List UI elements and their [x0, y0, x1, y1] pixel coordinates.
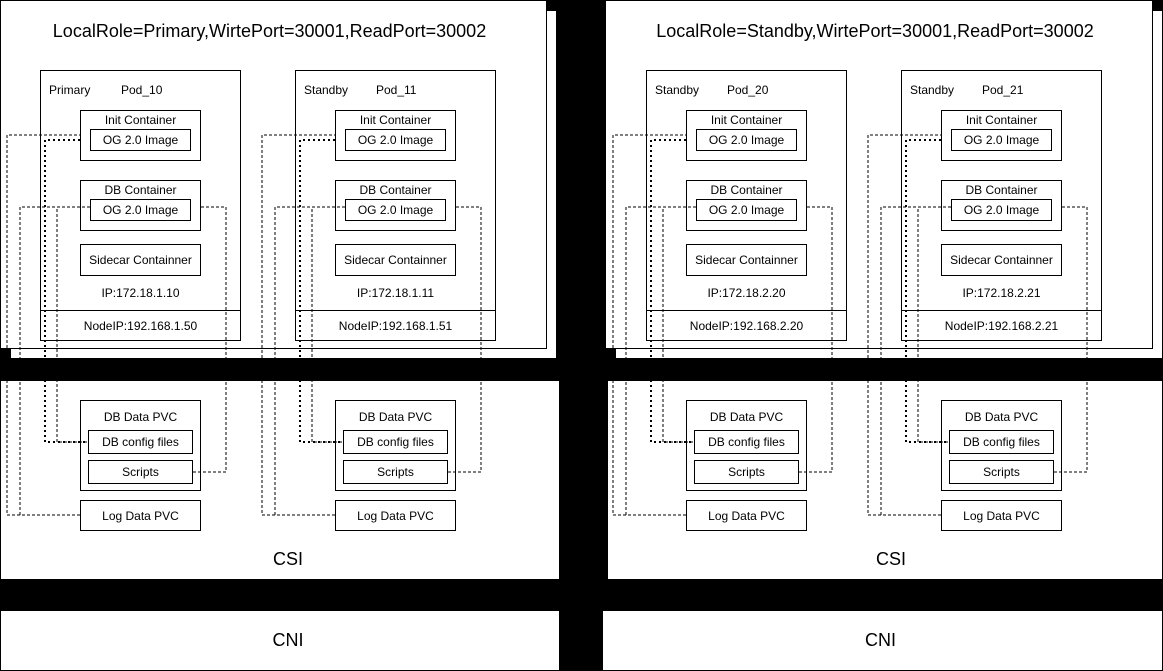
init-image-label: OG 2.0 Image: [963, 133, 1040, 147]
log-data-pvc: Log Data PVC: [941, 500, 1062, 531]
init-image: OG 2.0 Image: [345, 129, 446, 151]
db-image: OG 2.0 Image: [90, 199, 191, 221]
sidecar-label: Sidecar Containner: [950, 253, 1053, 267]
sidecar-label: Sidecar Containner: [89, 253, 192, 267]
init-container-label: Init Container: [359, 113, 432, 127]
scripts: Scripts: [88, 460, 193, 484]
pod-name: Pod_20: [727, 83, 769, 97]
db-data-pvc-label: DB Data PVC: [358, 410, 433, 424]
cni-label: CNI: [272, 630, 304, 650]
pod-name: Pod_11: [376, 83, 417, 97]
db-config-label: DB config files: [708, 435, 785, 449]
node-ip: NodeIP:192.168.1.50: [83, 319, 198, 333]
log-data-pvc-label: Log Data PVC: [963, 509, 1040, 523]
node-title: LocalRole=Standby,WirtePort=30001,ReadPo…: [656, 21, 1094, 41]
log-data-pvc: Log Data PVC: [80, 500, 201, 531]
db-image-label: OG 2.0 Image: [357, 203, 434, 217]
pod-role: Standby: [304, 83, 349, 97]
db-data-pvc-label: DB Data PVC: [964, 410, 1039, 424]
scripts: Scripts: [694, 460, 799, 484]
init-image: OG 2.0 Image: [90, 129, 191, 151]
scripts-label: Scripts: [983, 465, 1020, 479]
db-image-label: OG 2.0 Image: [102, 203, 179, 217]
pod-ip: IP:172.18.1.11: [356, 286, 435, 300]
db-config-files: DB config files: [88, 430, 193, 454]
csi-label: CSI: [272, 549, 303, 569]
log-data-pvc-label: Log Data PVC: [708, 509, 785, 523]
init-container-label: Init Container: [104, 113, 177, 127]
node-ip: NodeIP:192.168.2.20: [689, 319, 804, 333]
csi-label: CSI: [875, 549, 906, 569]
init-image-label: OG 2.0 Image: [102, 133, 179, 147]
pod-divider: [647, 310, 846, 311]
db-config-label: DB config files: [963, 435, 1040, 449]
db-config-files: DB config files: [694, 430, 799, 454]
pod-ip: IP:172.18.1.10: [101, 286, 180, 300]
scripts: Scripts: [949, 460, 1054, 484]
pod-role: Standby: [655, 83, 700, 97]
log-data-pvc-label: Log Data PVC: [102, 509, 179, 523]
db-container-label: DB Container: [965, 183, 1038, 197]
init-image: OG 2.0 Image: [951, 129, 1052, 151]
db-container-label: DB Container: [104, 183, 177, 197]
scripts-label: Scripts: [122, 465, 159, 479]
init-container-label: Init Container: [965, 113, 1038, 127]
log-data-pvc: Log Data PVC: [686, 500, 807, 531]
db-config-label: DB config files: [102, 435, 179, 449]
pod-role: Standby: [910, 83, 955, 97]
pod-name: Pod_21: [982, 83, 1024, 97]
node-ip: NodeIP:192.168.1.51: [338, 319, 453, 333]
db-config-label: DB config files: [357, 435, 434, 449]
scripts-label: Scripts: [728, 465, 765, 479]
init-image-label: OG 2.0 Image: [357, 133, 434, 147]
init-container-label: Init Container: [710, 113, 783, 127]
db-image: OG 2.0 Image: [696, 199, 797, 221]
db-image: OG 2.0 Image: [345, 199, 446, 221]
scripts: Scripts: [343, 460, 448, 484]
pod-divider: [41, 310, 240, 311]
sidecar-container: Sidecar Containner: [80, 244, 201, 276]
db-config-files: DB config files: [949, 430, 1054, 454]
db-container-label: DB Container: [710, 183, 783, 197]
sidecar-container: Sidecar Containner: [335, 244, 456, 276]
cni-panel: CNI: [602, 610, 1163, 671]
sidecar-label: Sidecar Containner: [695, 253, 798, 267]
pod-ip: IP:172.18.2.21: [962, 286, 1041, 300]
node-title: LocalRole=Primary,WirtePort=30001,ReadPo…: [52, 21, 487, 41]
log-data-pvc: Log Data PVC: [335, 500, 456, 531]
sidecar-container: Sidecar Containner: [941, 244, 1062, 276]
pod-name: Pod_10: [121, 83, 163, 97]
log-data-pvc-label: Log Data PVC: [357, 509, 434, 523]
db-image-label: OG 2.0 Image: [708, 203, 785, 217]
pod-ip: IP:172.18.2.20: [707, 286, 786, 300]
node-ip: NodeIP:192.168.2.21: [944, 319, 1059, 333]
db-image: OG 2.0 Image: [951, 199, 1052, 221]
sidecar-label: Sidecar Containner: [344, 253, 447, 267]
sidecar-container: Sidecar Containner: [686, 244, 807, 276]
pod-divider: [902, 310, 1101, 311]
init-image-label: OG 2.0 Image: [708, 133, 785, 147]
pod-role: Primary: [49, 83, 91, 97]
cni-panel: CNI: [0, 610, 560, 671]
db-data-pvc-label: DB Data PVC: [103, 410, 178, 424]
db-container-label: DB Container: [359, 183, 432, 197]
pod-divider: [296, 310, 495, 311]
db-data-pvc-label: DB Data PVC: [709, 410, 784, 424]
db-config-files: DB config files: [343, 430, 448, 454]
init-image: OG 2.0 Image: [696, 129, 797, 151]
db-image-label: OG 2.0 Image: [963, 203, 1040, 217]
cni-label: CNI: [865, 630, 896, 650]
scripts-label: Scripts: [377, 465, 414, 479]
